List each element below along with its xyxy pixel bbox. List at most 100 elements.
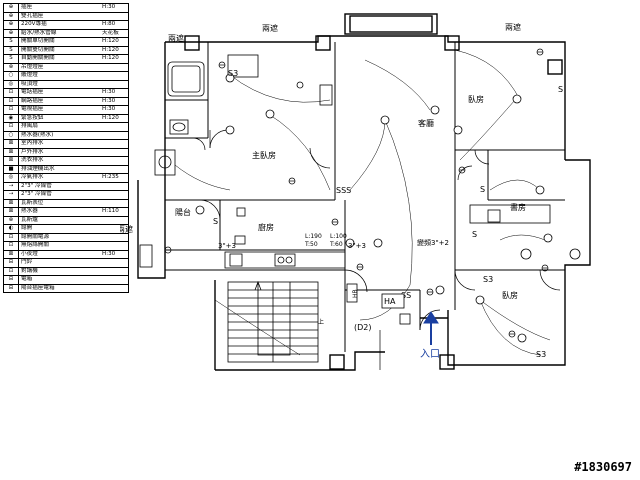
legend-name: 熱水器 [21, 208, 38, 215]
legend-row: ◉緊急按鈕 H:120 [4, 114, 128, 123]
entrance-arrow-icon [423, 311, 439, 345]
svg-text:S: S [558, 85, 563, 94]
legend-symbol-icon: ⊠ [4, 148, 19, 156]
legend-name: 戶外排水 [21, 148, 44, 155]
ha-box-label: HA [384, 297, 396, 306]
svg-text:S: S [213, 217, 218, 226]
legend-name: 自動開關開關 [21, 55, 55, 62]
legend-symbol-icon: ◎ [4, 174, 19, 182]
legend-name: 電話插座 [21, 89, 44, 96]
legend-row: ⊡對講機 [4, 267, 128, 276]
legend-height: H:120 [102, 38, 119, 45]
legend-symbol-icon: ⊡ [4, 97, 19, 105]
legend-height: H:120 [102, 55, 119, 62]
svg-text:SS: SS [401, 291, 411, 300]
watermark-id: #1830697 [574, 460, 632, 474]
svg-text:S3: S3 [483, 275, 493, 284]
kitchen-dimension-4: T:60 [329, 241, 343, 248]
legend-name: 陽台插座電箱 [21, 284, 55, 291]
legend-name: 熱水器(熱水) [21, 131, 54, 138]
room-label-study: 書房 [510, 202, 526, 212]
bathroom-fixtures [154, 54, 551, 224]
legend-symbol-icon: ◉ [4, 114, 19, 122]
staircase [227, 280, 319, 363]
legend-symbol-icon: ⇢ [4, 191, 19, 199]
legend-symbol-icon: S [4, 46, 19, 54]
room-label-bedroom-top-right: 臥房 [468, 94, 484, 104]
legend-height: H:30 [102, 97, 116, 104]
outer-walls [137, 13, 591, 371]
legend-row: ⊠戶外排水 [4, 148, 128, 157]
legend-row: ⊠洗衣排水 [4, 157, 128, 166]
legend-row: ◐總開 [4, 225, 128, 234]
svg-text:S: S [480, 185, 485, 194]
room-label-balcony: 陽台 [175, 207, 191, 217]
legend-symbol-icon: ⊟ [4, 276, 19, 284]
ceiling-light-icons [195, 73, 553, 343]
door-swings [192, 129, 561, 370]
legend-name: 雙孔插座 [21, 12, 44, 19]
legend-row: ■排油煙機出水 [4, 165, 128, 174]
legend-symbol-icon: ⊠ [4, 199, 19, 207]
legend-symbol-icon: ⊕ [4, 29, 19, 37]
legend-symbol-icon: ⊠ [4, 157, 19, 165]
legend-row: ⊗瓦斯爐 [4, 216, 128, 225]
corridor-label-left: 兩遮 [120, 224, 133, 234]
legend-name: 排油煙機出水 [21, 165, 55, 172]
ac-label-mid: 3"+3 [348, 242, 366, 250]
legend-row: ⊠室內排水 [4, 140, 128, 149]
legend-height: H:30 [102, 89, 116, 96]
legend-row: ⊠瓦斯表位 [4, 199, 128, 208]
legend-row: ○嵌燈燈 [4, 72, 128, 81]
legend-row: ⊕雙孔插座 [4, 12, 128, 21]
switch-icons: S3 SSS S S S3 S3 SS S S [213, 69, 563, 359]
legend-name: 緊急按鈕 [21, 114, 44, 121]
appliance-boxes [139, 207, 581, 325]
legend-symbol-icon: ⊡ [4, 242, 19, 250]
legend-name: 2"3" 冷媒管 [21, 191, 52, 198]
interior-walls [165, 42, 565, 352]
legend-symbol-icon: ⊕ [4, 12, 19, 20]
legend-row: ⊡排風扇 [4, 123, 128, 132]
legend-symbol-icon: ⊟ [4, 284, 19, 292]
legend-height: H:120 [102, 114, 119, 121]
legend-name: 嵌燈燈 [21, 72, 38, 79]
legend-name: 無熔絲開關 [21, 242, 49, 249]
legend-symbol-icon: ○ [4, 72, 19, 80]
legend-symbol-icon: ⇢ [4, 182, 19, 190]
legend-row: ⊟陽台插座電箱 [4, 284, 128, 293]
legend-symbol-icon: ■ [4, 165, 19, 173]
legend-name: 電視插座 [21, 106, 44, 113]
kitchen-dimension-3: T:50 [304, 241, 318, 248]
legend-symbol-icon: ⊠ [4, 140, 19, 148]
legend-name: 冷氣排水 [21, 174, 44, 181]
kitchen-dimension-1: L:190 [305, 233, 322, 240]
entrance-label: 入口 [420, 349, 440, 360]
legend-symbol-icon: ⊡ [4, 106, 19, 114]
corridor-label-top-right: 兩遮 [505, 22, 521, 32]
legend-height: H:30 [102, 4, 116, 11]
legend-name: 220V專插 [21, 21, 47, 28]
floor-plan: S3 SSS S S S3 S3 SS S S [120, 13, 591, 371]
legend-height: H:30 [102, 250, 116, 257]
svg-text:S3: S3 [536, 350, 546, 359]
legend-row: ⊡無熔絲開關 [4, 242, 128, 251]
legend-symbol-icon: S [4, 55, 19, 63]
ac-label-left: 3"+3 [218, 242, 236, 250]
legend-symbol-icon: ⊗ [4, 216, 19, 224]
legend-symbol-icon: ◐ [4, 225, 19, 233]
legend-name: 室內排水 [21, 140, 44, 147]
legend-name: 門鈴 [21, 259, 33, 266]
legend-symbol-icon: ⊕ [4, 21, 19, 29]
legend-row: ◎吸頂燈 [4, 80, 128, 89]
wiring-runs [174, 49, 551, 356]
legend-name: 2"3" 冷媒管 [21, 182, 52, 189]
